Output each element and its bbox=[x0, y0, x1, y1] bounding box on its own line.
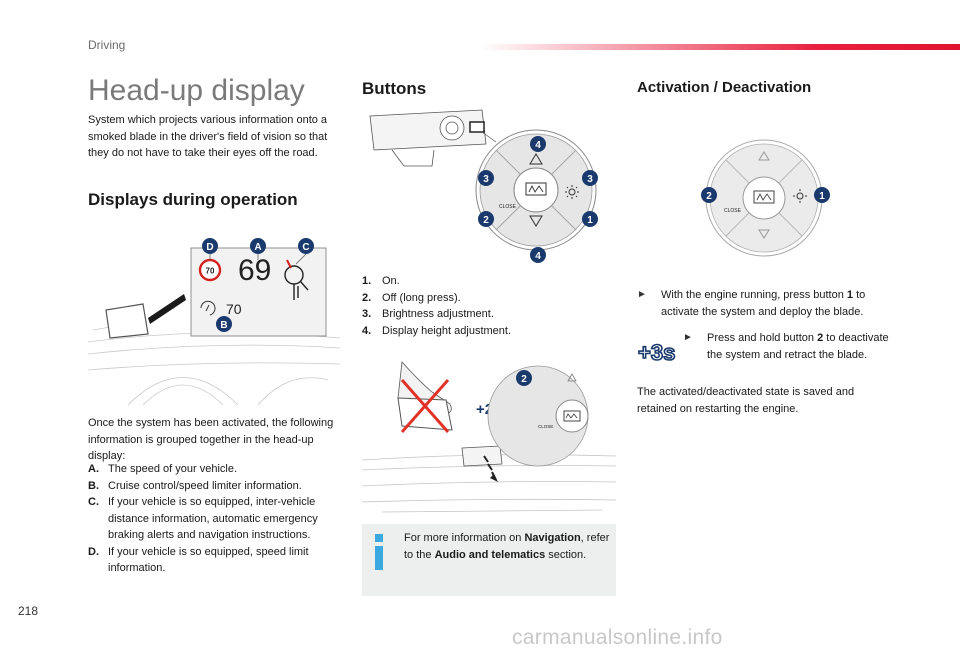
info-intro-text: Once the system has been activated, the … bbox=[88, 417, 334, 462]
svg-text:4: 4 bbox=[535, 140, 541, 151]
limit-sign-value: 70 bbox=[206, 267, 215, 276]
svg-text:2: 2 bbox=[706, 191, 712, 202]
button-num-2: 2 bbox=[478, 211, 494, 227]
watermark: carmanualsonline.info bbox=[512, 626, 723, 649]
svg-text:B: B bbox=[220, 320, 227, 331]
callout-a: A bbox=[250, 238, 266, 254]
buttons-item-3: 3.Brightness adjustment. bbox=[362, 308, 494, 320]
svg-text:2: 2 bbox=[521, 374, 527, 385]
info-box-text: For more information on Navigation, refe… bbox=[404, 532, 610, 561]
cruise-speed-value: 70 bbox=[226, 301, 242, 317]
svg-text:C: C bbox=[302, 242, 309, 253]
callout-c: C bbox=[298, 238, 314, 254]
activation-illustration: CLOSE 2 1 bbox=[700, 138, 840, 258]
intro-text: System which projects various informatio… bbox=[88, 114, 328, 159]
svg-text:2: 2 bbox=[483, 215, 489, 226]
svg-text:4: 4 bbox=[535, 251, 541, 262]
buttons-illustration: CLOSE 4 3 3 2 1 4 bbox=[362, 104, 616, 270]
svg-text:1: 1 bbox=[587, 215, 593, 226]
page-title: Head-up display bbox=[88, 74, 305, 107]
svg-text:1: 1 bbox=[819, 191, 825, 202]
activate-bullet: ► With the engine running, press button … bbox=[637, 287, 893, 320]
info-box: For more information on Navigation, refe… bbox=[362, 524, 616, 596]
info-item-c: C.If your vehicle is so equipped, inter-… bbox=[88, 496, 318, 541]
retract-button-num-2: 2 bbox=[516, 370, 532, 386]
button-num-4-top: 4 bbox=[530, 136, 546, 152]
callout-b: B bbox=[216, 316, 232, 332]
press-3s-badge: +3s bbox=[637, 338, 681, 364]
svg-text:+3s: +3s bbox=[638, 340, 675, 364]
info-item-d: D.If your vehicle is so equipped, speed … bbox=[88, 545, 309, 575]
activation-num-2: 2 bbox=[701, 187, 717, 203]
callout-d: D bbox=[202, 238, 218, 254]
svg-text:CLOSE: CLOSE bbox=[538, 424, 553, 429]
activation-num-1: 1 bbox=[814, 187, 830, 203]
section-name: Driving bbox=[88, 38, 126, 52]
info-list: A.The speed of your vehicle. B.Cruise co… bbox=[88, 461, 344, 577]
info-icon bbox=[375, 534, 383, 570]
bullet-arrow-icon: ► bbox=[683, 332, 693, 343]
info-item-a: A.The speed of your vehicle. bbox=[88, 463, 238, 475]
svg-text:CLOSE: CLOSE bbox=[499, 204, 517, 210]
head-up-display-illustration: 70 69 70 D A bbox=[88, 230, 340, 405]
buttons-item-4: 4.Display height adjustment. bbox=[362, 324, 512, 337]
displays-heading: Displays during operation bbox=[88, 190, 298, 209]
info-item-b: B.Cruise control/speed limiter informati… bbox=[88, 479, 302, 492]
buttons-heading: Buttons bbox=[362, 79, 427, 98]
page-number: 218 bbox=[18, 604, 39, 618]
svg-text:CLOSE: CLOSE bbox=[724, 208, 742, 214]
state-note: The activated/deactivated state is saved… bbox=[637, 386, 855, 415]
deactivate-bullet: ► Press and hold button 2 to deactivate … bbox=[683, 330, 893, 363]
button-num-1: 1 bbox=[582, 211, 598, 227]
buttons-list: 1.On. 2.Off (long press). 3.Brightness a… bbox=[362, 273, 616, 339]
buttons-item-1: 1.On. bbox=[362, 275, 400, 287]
bullet-arrow-icon: ► bbox=[637, 289, 647, 300]
activation-heading: Activation / Deactivation bbox=[637, 79, 812, 96]
buttons-item-2: 2.Off (long press). bbox=[362, 291, 461, 304]
speed-value: 69 bbox=[238, 254, 271, 287]
svg-text:A: A bbox=[254, 242, 261, 253]
svg-text:D: D bbox=[206, 242, 213, 253]
button-num-3-right: 3 bbox=[582, 170, 598, 186]
svg-text:3: 3 bbox=[483, 174, 489, 185]
retract-illustration: +2s CLOSE 2 bbox=[362, 352, 616, 517]
svg-text:3: 3 bbox=[587, 174, 593, 185]
button-num-3-left: 3 bbox=[478, 170, 494, 186]
header-accent-bar bbox=[480, 44, 960, 50]
button-num-4-bottom: 4 bbox=[530, 247, 546, 263]
